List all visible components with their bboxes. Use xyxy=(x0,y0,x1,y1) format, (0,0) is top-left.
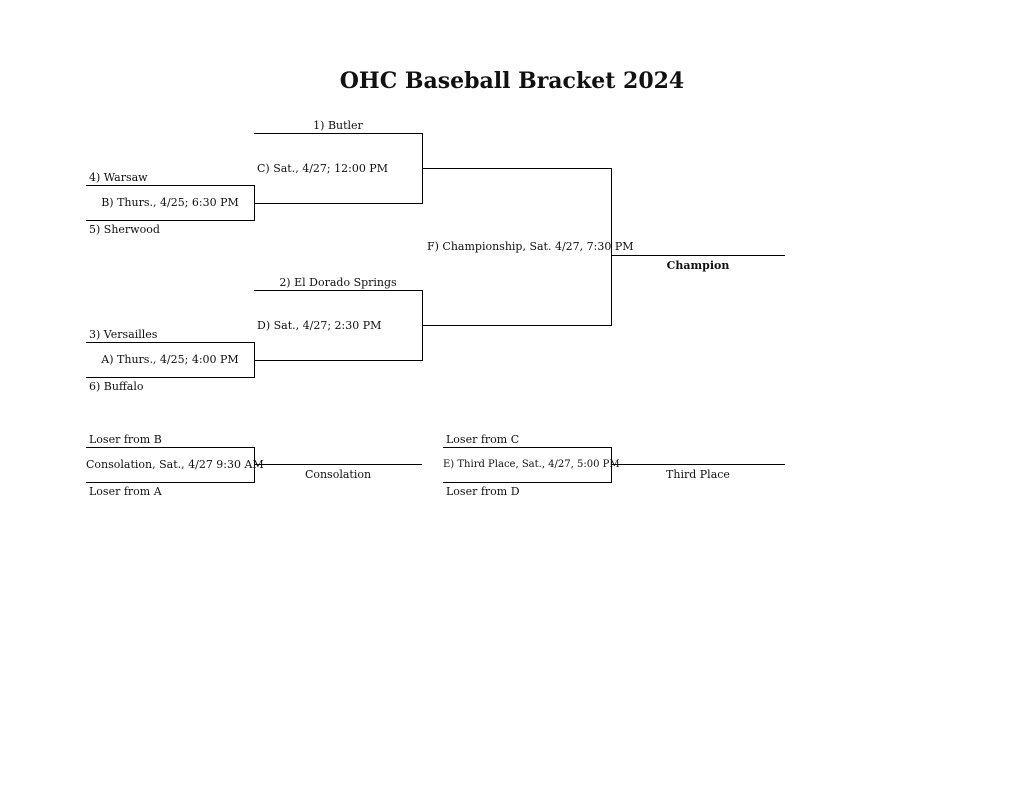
game-e-label: E) Third Place, Sat., 4/27, 5:00 PM xyxy=(443,459,620,470)
consolation-game-label: Consolation, Sat., 4/27 9:30 AM xyxy=(86,458,264,471)
loser-from-c: Loser from C xyxy=(446,433,520,446)
team-warsaw: 4) Warsaw xyxy=(89,171,148,184)
team-el-dorado-springs: 2) El Dorado Springs xyxy=(279,276,397,289)
loser-from-a: Loser from A xyxy=(89,485,162,498)
game-b-label: B) Thurs., 4/25; 6:30 PM xyxy=(101,196,239,209)
loser-from-d: Loser from D xyxy=(446,485,520,498)
page-title: OHC Baseball Bracket 2024 xyxy=(339,68,685,94)
consolation-result-label: Consolation xyxy=(304,468,372,481)
loser-from-b: Loser from B xyxy=(89,433,162,446)
game-f-label: F) Championship, Sat. 4/27, 7:30 PM xyxy=(427,240,634,253)
team-butler: 1) Butler xyxy=(313,119,363,132)
game-a-label: A) Thurs., 4/25; 4:00 PM xyxy=(101,353,239,366)
third-place-label: Third Place xyxy=(666,468,730,481)
team-buffalo: 6) Buffalo xyxy=(89,380,144,393)
game-d-label: D) Sat., 4/27; 2:30 PM xyxy=(257,319,382,332)
team-versailles: 3) Versailles xyxy=(89,328,158,341)
champion-label: Champion xyxy=(666,259,730,272)
team-sherwood: 5) Sherwood xyxy=(89,223,160,236)
game-c-label: C) Sat., 4/27; 12:00 PM xyxy=(257,162,388,175)
